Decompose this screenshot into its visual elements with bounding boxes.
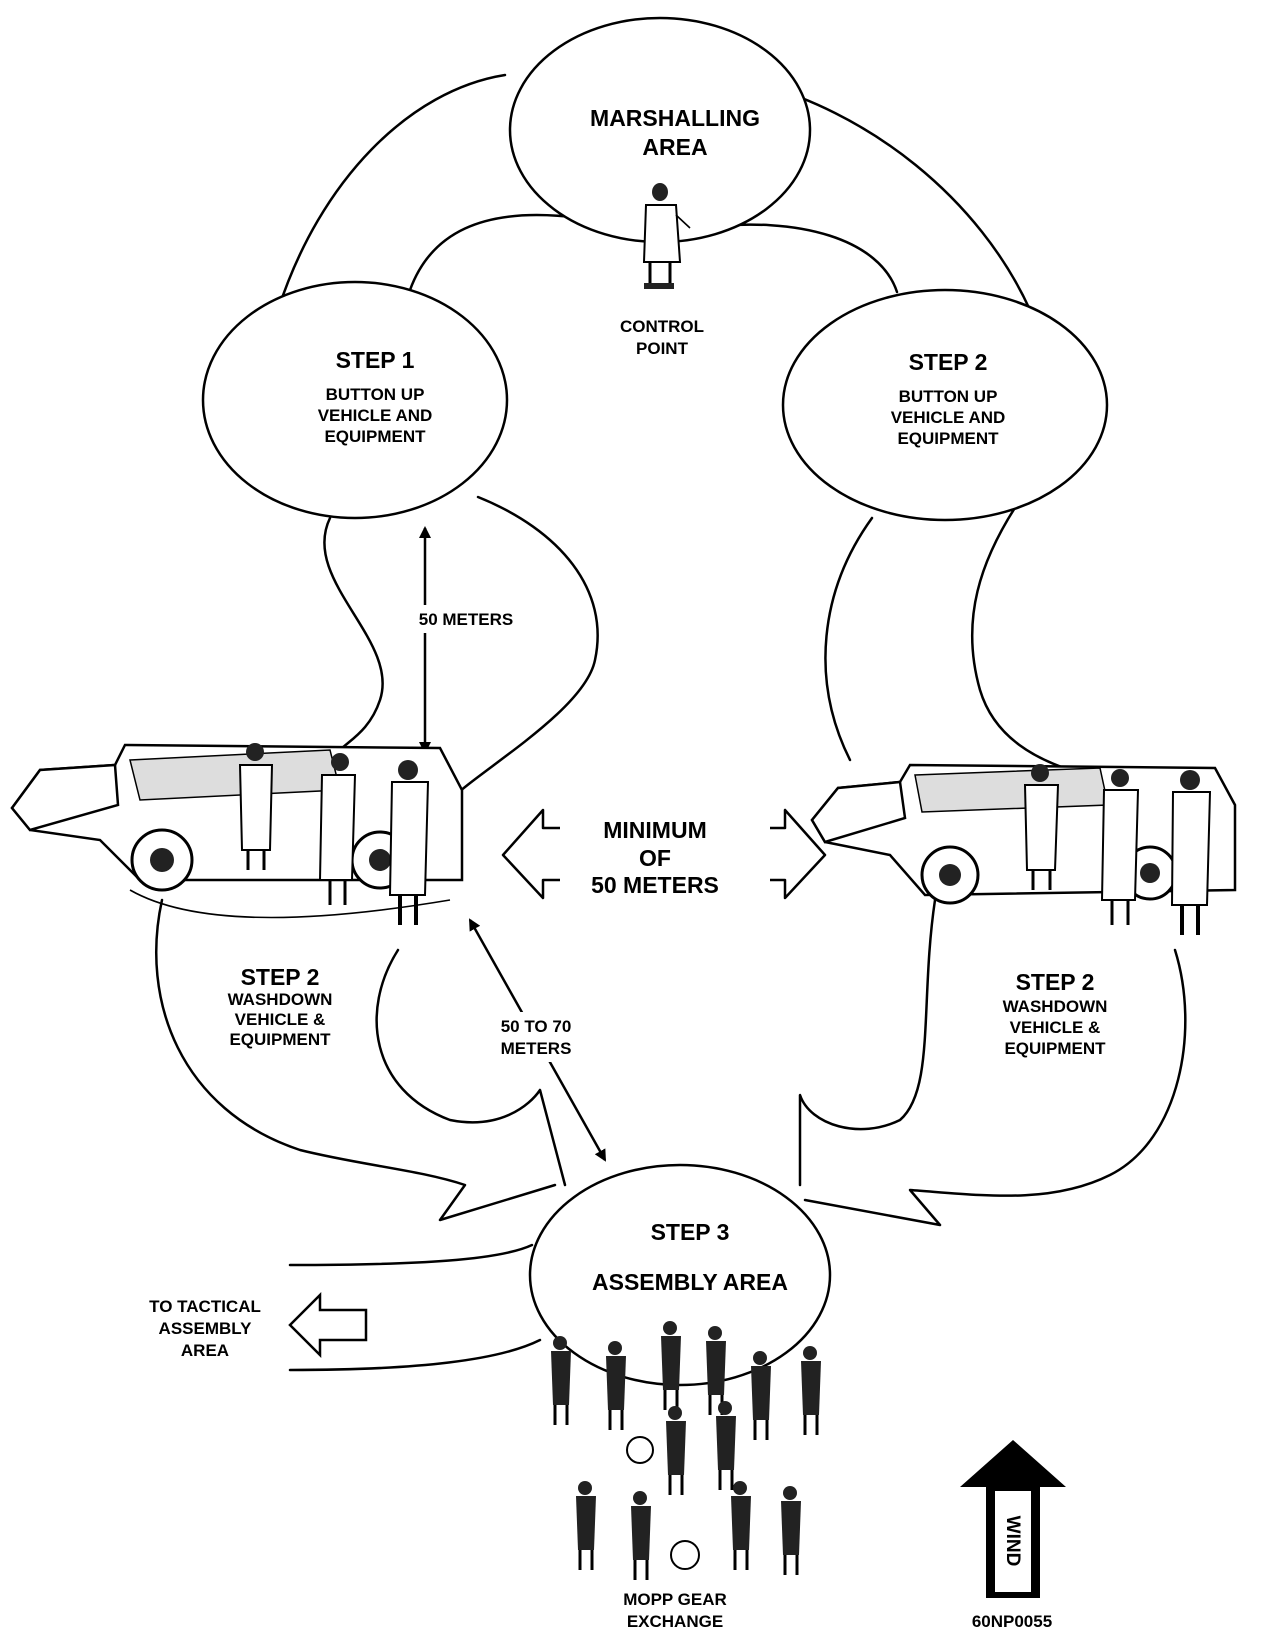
marshalling-label-2: AREA [642,134,707,160]
washdown-right-line3: EQUIPMENT [1004,1039,1106,1058]
washdown-left-line1: WASHDOWN [228,990,333,1009]
step3-subtitle: ASSEMBLY AREA [592,1269,788,1295]
control-point-label-1: CONTROL [620,317,704,336]
left-vehicle-washdown-illustration [12,743,462,925]
minimum-label-2: OF [639,845,671,871]
tactical-label-1: TO TACTICAL [149,1297,261,1316]
right-vehicle-washdown-illustration [812,764,1235,935]
washdown-right-line1: WASHDOWN [1003,997,1108,1016]
step1-line3: EQUIPMENT [324,427,426,446]
minimum-label-3: 50 METERS [591,872,719,898]
step2-line1: BUTTON UP [899,387,998,406]
minimum-label-1: MINIMUM [603,817,706,843]
tactical-exit-arrow-icon [290,1295,366,1355]
step1-title: STEP 1 [336,347,415,373]
step3-title: STEP 3 [651,1219,730,1245]
distance-50-70-label-2: METERS [501,1039,572,1058]
washdown-right-title: STEP 2 [1016,969,1095,995]
washdown-left-line2: VEHICLE & [235,1010,326,1029]
marshalling-label-1: MARSHALLING [590,105,760,131]
distance-50-label: 50 METERS [419,610,513,629]
tactical-label-3: AREA [181,1341,229,1360]
step1-line2: VEHICLE AND [318,406,433,425]
tactical-label-2: ASSEMBLY [159,1319,253,1338]
washdown-left-title: STEP 2 [241,964,320,990]
mopp-label-1: MOPP GEAR [623,1590,727,1609]
step2-line3: EQUIPMENT [897,429,999,448]
step2-line2: VEHICLE AND [891,408,1006,427]
step1-line1: BUTTON UP [326,385,425,404]
mopp-label-2: EXCHANGE [627,1612,723,1631]
distance-50-70-label-1: 50 TO 70 [501,1017,572,1036]
figure-id: 60NP0055 [972,1612,1052,1631]
control-point-label-2: POINT [636,339,689,358]
washdown-left-line3: EQUIPMENT [229,1030,331,1049]
step2-title: STEP 2 [909,349,988,375]
wind-label: WIND [1002,1516,1023,1567]
washdown-right-line2: VEHICLE & [1010,1018,1101,1037]
